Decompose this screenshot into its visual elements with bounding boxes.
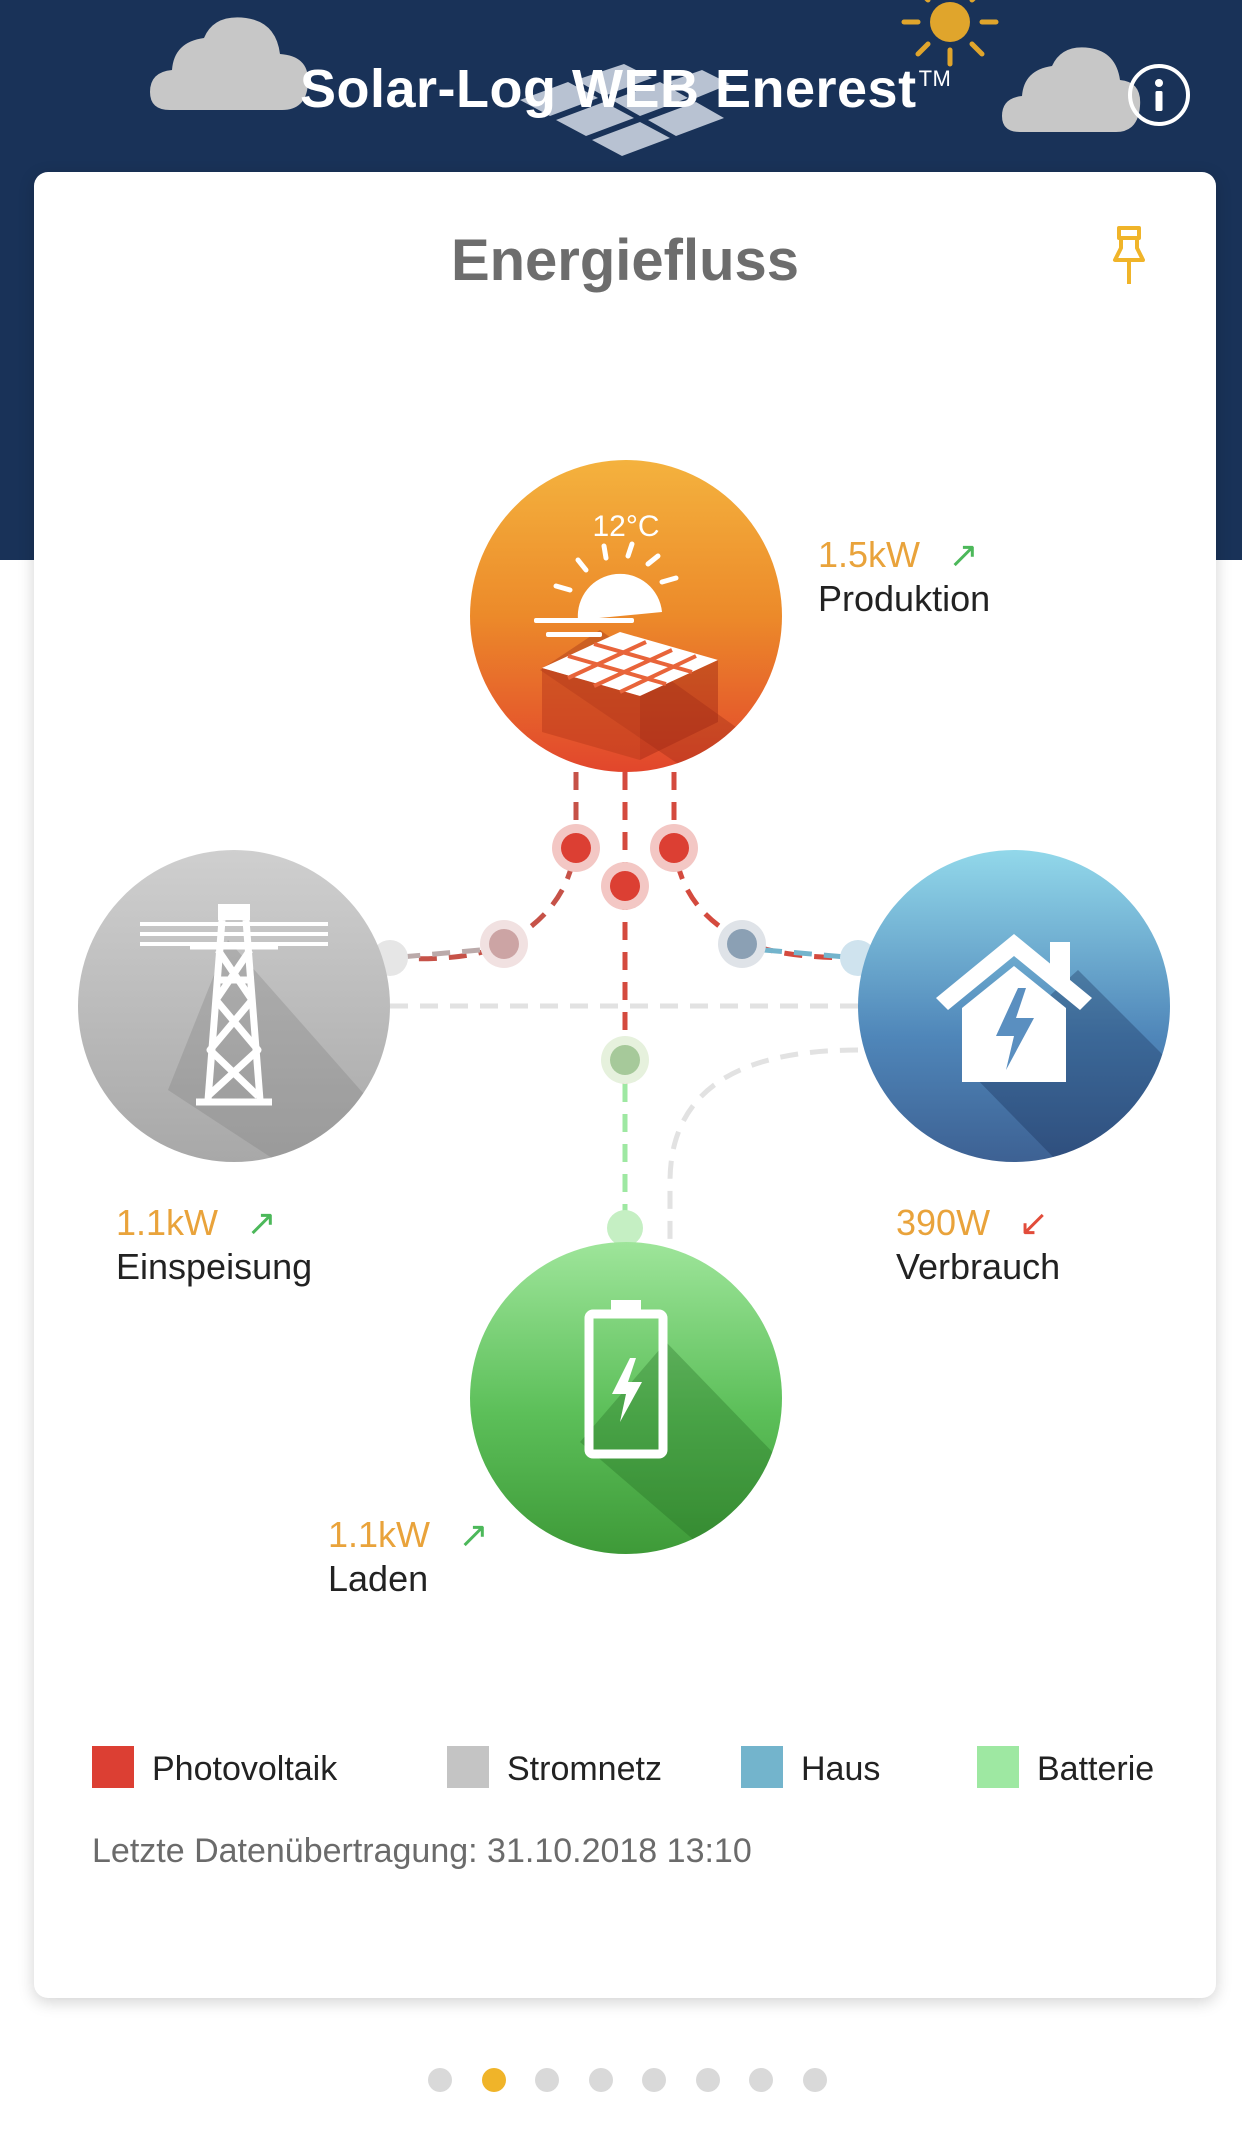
power-pylon-icon — [140, 904, 390, 1162]
solar-panel-icon — [534, 541, 782, 772]
legend-swatch — [447, 1746, 489, 1788]
flow-path-pv-house — [671, 772, 859, 961]
flow-path-pv-house-tail — [763, 947, 859, 961]
consumption-value: 390W — [896, 1202, 991, 1243]
page-dot[interactable] — [695, 2068, 720, 2092]
charge-value: 1.1kW — [328, 1514, 431, 1555]
app-title: Solar-Log WEB EnerestTM — [300, 58, 951, 120]
legend-swatch — [741, 1746, 783, 1788]
page-dot[interactable] — [749, 2068, 773, 2092]
production-node[interactable]: 12°C — [470, 460, 782, 772]
flow-dot-house-core — [727, 929, 757, 959]
legend-label: Stromnetz — [507, 1750, 662, 1788]
app-title-text: Solar-Log WEB Enerest — [300, 59, 917, 119]
page-dot[interactable] — [535, 2068, 559, 2092]
page-dot[interactable] — [428, 2068, 452, 2092]
flow-path-house-battery — [667, 1047, 859, 1246]
info-button[interactable] — [1128, 64, 1190, 126]
flow-dot-battery-end — [607, 1210, 643, 1246]
trend-up-icon: ↗ — [246, 1202, 277, 1243]
trend-up-icon: ↗ — [458, 1514, 489, 1555]
page-dot[interactable] — [802, 2068, 827, 2092]
card-title: Energiefluss — [450, 228, 800, 293]
trademark-mark: TM — [918, 66, 952, 91]
trend-down-icon: ↙ — [1018, 1202, 1049, 1243]
page-indicator — [0, 2068, 1242, 2092]
info-icon — [1155, 79, 1163, 111]
charge-label: Laden — [328, 1558, 429, 1599]
consumption-label: Verbrauch — [896, 1246, 1061, 1287]
legend-label: Haus — [801, 1750, 881, 1788]
flow-dot-pv-right-core — [659, 833, 689, 863]
grid-node[interactable] — [78, 850, 390, 1162]
cloud-icon — [150, 17, 309, 110]
page-dot[interactable] — [642, 2068, 666, 2092]
energy-flow-diagram — [372, 772, 876, 1246]
legend-label: Batterie — [1037, 1750, 1155, 1788]
flow-dot-pv-center-core — [610, 871, 640, 901]
last-update-text: Letzte Datenübertragung: 31.10.2018 13:1… — [92, 1832, 752, 1870]
solar-panel-decoration — [520, 64, 730, 156]
flow-dot-grid-core — [489, 929, 519, 959]
feed-in-value: 1.1kW — [116, 1202, 219, 1243]
legend-swatch — [92, 1746, 134, 1788]
legend-label: Photovoltaik — [152, 1750, 338, 1788]
flow-dot-pv-left-core — [561, 833, 591, 863]
legend-swatch — [977, 1746, 1019, 1788]
page-dot[interactable] — [481, 2068, 506, 2092]
page-dot[interactable] — [588, 2068, 613, 2092]
flow-dot-battery-core — [610, 1045, 640, 1075]
pin-icon[interactable] — [1109, 224, 1149, 288]
feed-in-stat: 1.1kW ↗ Einspeisung — [116, 1202, 312, 1288]
consumption-stat: 390W ↙ Verbrauch — [896, 1202, 1060, 1288]
production-value: 1.5kW — [818, 534, 921, 575]
battery-charging-icon — [580, 1300, 782, 1554]
sun-icon — [901, 0, 999, 67]
production-label: Produktion — [818, 578, 991, 619]
trend-up-icon: ↗ — [948, 534, 979, 575]
house-lightning-icon — [936, 934, 1170, 1162]
cloud-icon — [1002, 47, 1141, 132]
production-stat: 1.5kW ↗ Produktion — [818, 534, 990, 620]
feed-in-label: Einspeisung — [116, 1246, 313, 1287]
battery-node[interactable] — [470, 1242, 782, 1554]
temperature-label: 12°C — [592, 510, 660, 543]
flow-path-pv-grid — [389, 772, 579, 962]
energy-flow-card: Energiefluss — [34, 172, 1216, 1998]
charge-stat: 1.1kW ↗ Laden — [328, 1514, 489, 1600]
house-node[interactable] — [858, 850, 1170, 1162]
